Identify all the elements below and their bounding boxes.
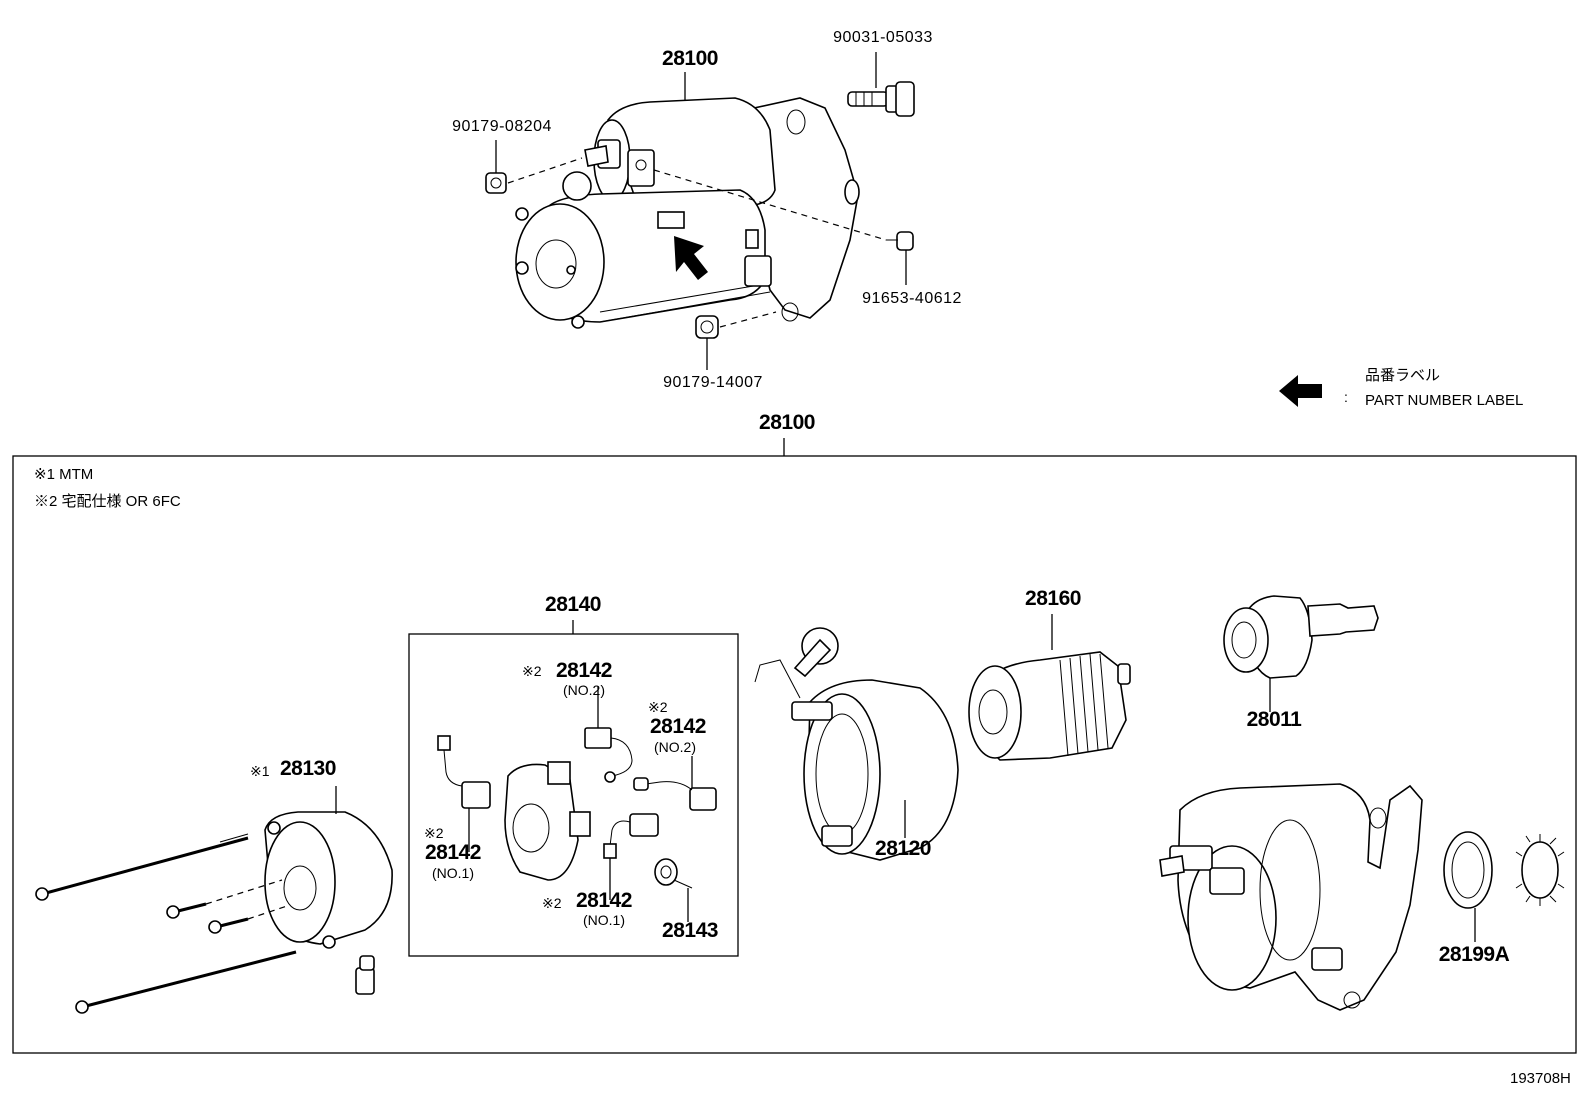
label-nut-bottom-part-number: 90179-14007 — [663, 374, 763, 391]
label-yoke: 28120 — [875, 837, 931, 860]
label-box-assembly: 28100 — [759, 411, 815, 434]
legend-colon: : — [1344, 389, 1348, 405]
starter-assembly-drawing — [485, 52, 915, 370]
brush-holder-drawing — [437, 686, 717, 922]
end-frame-drawing — [35, 786, 393, 1014]
label-brush-d: 28142 — [576, 889, 632, 912]
label-spring: 28143 — [662, 919, 718, 942]
mark-brush-c: ※2 — [424, 825, 444, 841]
exploded-view-frame — [12, 455, 1577, 1054]
mark-brush-a: ※2 — [522, 663, 542, 679]
sub-brush-a: (NO.2) — [563, 682, 605, 698]
legend-label-jp: 品番ラベル — [1365, 367, 1441, 384]
label-brush-b: 28142 — [650, 715, 706, 738]
legend-label-en: PART NUMBER LABEL — [1365, 392, 1524, 409]
armature-drawing — [968, 614, 1131, 761]
label-clutch: 28011 — [1246, 708, 1302, 731]
mark-end-frame: ※1 — [250, 763, 270, 779]
label-bolt-part-number: 90031-05033 — [833, 29, 933, 46]
sub-brush-b: (NO.2) — [654, 739, 696, 755]
clutch-drawing — [1223, 595, 1379, 712]
mark-brush-b: ※2 — [648, 699, 668, 715]
yoke-drawing — [754, 627, 959, 861]
label-brush-c: 28142 — [425, 841, 481, 864]
label-end-frame: 28130 — [280, 757, 336, 780]
note-2: ※2 宅配仕様 OR 6FC — [34, 493, 181, 510]
label-brush-holder: 28140 — [545, 593, 601, 616]
sub-brush-d: (NO.1) — [583, 912, 625, 928]
housing-drawing — [1159, 783, 1565, 1011]
label-nut-left-part-number: 90179-08204 — [452, 118, 552, 135]
mark-brush-d: ※2 — [542, 895, 562, 911]
label-brush-a: 28142 — [556, 659, 612, 682]
legend-arrow-icon — [1279, 375, 1322, 407]
label-armature: 28160 — [1025, 587, 1081, 610]
sub-brush-c: (NO.1) — [432, 865, 474, 881]
figure-id: 193708H — [1510, 1070, 1571, 1087]
label-nut-right-part-number: 91653-40612 — [862, 290, 962, 307]
label-bearing: 28199A — [1438, 943, 1510, 966]
note-1: ※1 MTM — [34, 466, 94, 483]
label-starter-assembly: 28100 — [662, 47, 718, 70]
